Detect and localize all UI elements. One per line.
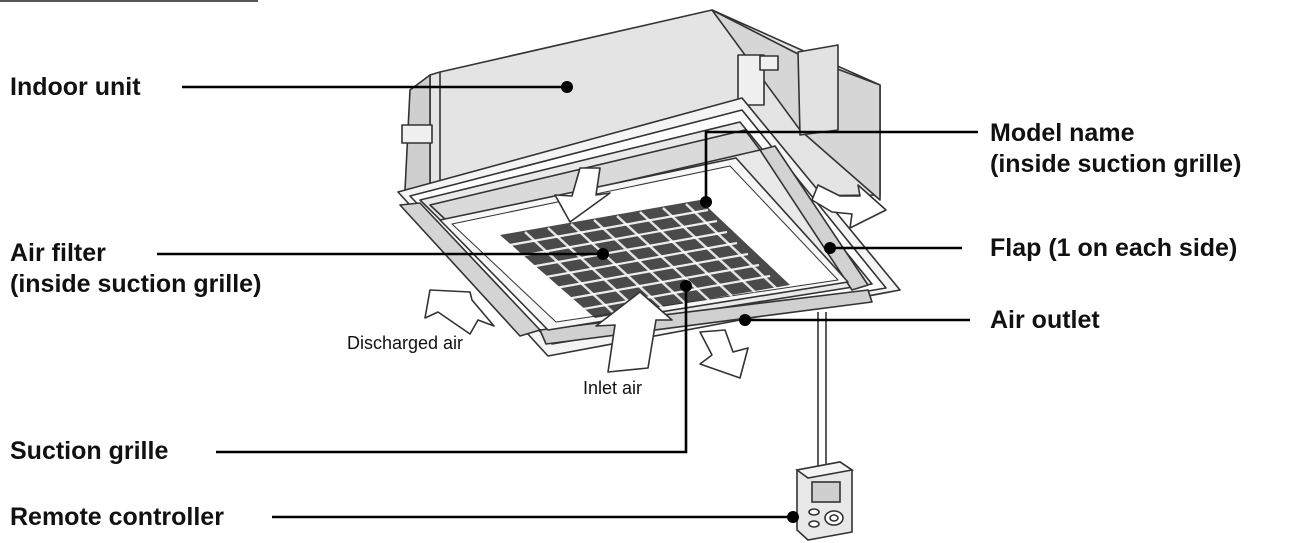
side-duct xyxy=(797,44,839,136)
label-indoor-unit: Indoor unit xyxy=(10,73,141,101)
label-model-name-line1: Model name xyxy=(990,119,1135,147)
label-model-name-line2: (inside suction grille) xyxy=(990,150,1242,178)
leader-model-name xyxy=(704,130,978,202)
arrow-discharge-front xyxy=(699,329,749,379)
label-model-name: Model name (inside suction grille) xyxy=(990,118,1241,180)
arrow-inlet xyxy=(595,291,673,373)
top-rule xyxy=(0,0,258,2)
bracket-right-tab xyxy=(759,55,779,71)
leader-suction-grille xyxy=(216,286,688,454)
arrow-down-back xyxy=(554,167,611,223)
annotation-discharged-air: Discharged air xyxy=(347,333,464,353)
label-flap: Flap (1 on each side) xyxy=(990,234,1238,262)
bracket-left xyxy=(401,124,433,144)
remote-controller-screen xyxy=(811,481,841,503)
label-air-outlet: Air outlet xyxy=(990,306,1100,334)
arrow-discharge-left xyxy=(424,289,495,335)
label-air-filter-line2: (inside suction grille) xyxy=(10,270,262,298)
label-suction-grille: Suction grille xyxy=(10,437,169,465)
label-air-filter-line1: Air filter xyxy=(10,239,106,267)
label-air-filter: Air filter (inside suction grille) xyxy=(10,238,261,300)
flap-right xyxy=(759,145,869,291)
label-remote-controller: Remote controller xyxy=(10,503,224,531)
annotation-inlet-air: Inlet air xyxy=(583,378,643,398)
arrow-right-out xyxy=(811,184,887,229)
